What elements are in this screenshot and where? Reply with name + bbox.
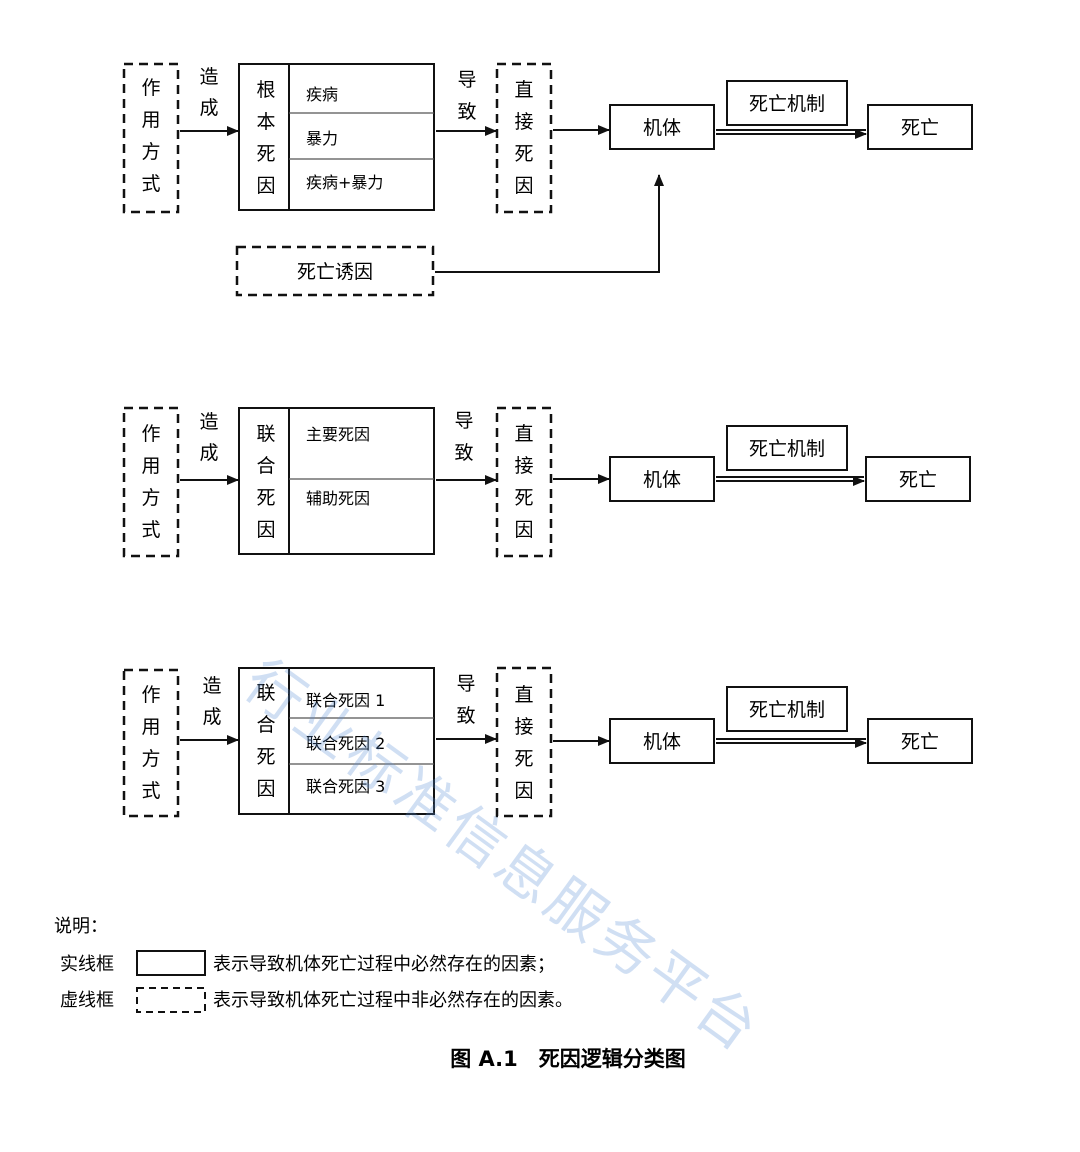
root-item: 联合死因 1 — [306, 691, 385, 710]
death-label: 死亡 — [901, 117, 939, 139]
lead-verb-1: 导 — [457, 69, 476, 91]
mechanism-label: 死亡机制 — [749, 438, 825, 460]
lead-verb-2: 致 — [456, 705, 475, 727]
cause-verb-2: 成 — [199, 97, 218, 119]
root-item: 辅助死因 — [306, 489, 370, 508]
lead-verb-2: 致 — [457, 101, 476, 123]
inducer-box — [235, 245, 435, 297]
root-item: 疾病+暴力 — [306, 173, 383, 192]
root-cause-box — [238, 63, 435, 211]
lead-verb-2: 致 — [454, 442, 473, 464]
cause-verb-1: 造 — [199, 66, 218, 88]
root-item: 疾病 — [306, 85, 338, 104]
root-item: 联合死因 2 — [306, 734, 385, 753]
legend-dashed-label: 虚线框 — [60, 990, 114, 1011]
diagram-2: 作用方式 造 成 联合死因 主要死因 辅助死因 导 致 直接死因 机体 死亡机制… — [122, 406, 971, 558]
root-item: 联合死因 3 — [306, 777, 385, 796]
legend-solid-sample — [136, 950, 206, 976]
legend-dashed-sample — [136, 987, 206, 1013]
figure-caption: 图 A.1 死因逻辑分类图 — [450, 1047, 686, 1071]
legend-solid-label: 实线框 — [60, 954, 114, 975]
body-label: 机体 — [643, 731, 681, 753]
legend: 说明： 实线框 表示导致机体死亡过程中必然存在的因素； 虚线框 表示导致机体死亡… — [54, 916, 573, 1013]
root-cause-box — [238, 407, 435, 555]
cause-verb-2: 成 — [199, 442, 218, 464]
legend-dashed-desc: 表示导致机体死亡过程中非必然存在的因素。 — [213, 990, 573, 1011]
legend-solid-desc: 表示导致机体死亡过程中必然存在的因素； — [213, 954, 555, 975]
direct-cause-box — [495, 406, 553, 558]
body-label: 机体 — [643, 469, 681, 491]
body-box — [609, 456, 715, 502]
death-label: 死亡 — [901, 731, 939, 753]
mechanism-box — [726, 80, 848, 126]
direct-cause-label: 直接死因 — [514, 423, 533, 541]
mechanism-label: 死亡机制 — [749, 699, 825, 721]
cause-verb-1: 造 — [202, 675, 221, 697]
arrow-inducer — [435, 174, 664, 273]
lead-verb-1: 导 — [454, 410, 473, 432]
death-box — [867, 718, 973, 764]
mode-box — [122, 62, 180, 214]
body-box — [609, 718, 715, 764]
mechanism-label: 死亡机制 — [749, 93, 825, 115]
root-cause-label: 根本死因 — [256, 79, 275, 197]
death-box — [867, 104, 973, 150]
root-item: 暴力 — [306, 129, 338, 148]
inducer-label: 死亡诱因 — [297, 261, 373, 283]
cause-verb-1: 造 — [199, 411, 218, 433]
legend-title: 说明： — [54, 916, 108, 937]
mechanism-box — [726, 686, 848, 732]
direct-cause-box — [495, 62, 553, 214]
lead-verb-1: 导 — [456, 673, 475, 695]
root-cause-label: 联合死因 — [256, 423, 275, 541]
diagram-3: 作用方式 造 成 联合死因 联合死因 1 联合死因 2 联合死因 3 导 致 直… — [122, 666, 973, 818]
root-cause-box — [238, 667, 435, 815]
diagram-1: 作用方式 造 成 根本死因 疾病 暴力 疾病+暴力 导 致 直接死因 机体 死亡… — [122, 62, 973, 297]
body-box — [609, 104, 715, 150]
mode-label: 作用方式 — [141, 423, 160, 541]
death-box — [865, 456, 971, 502]
direct-cause-label: 直接死因 — [514, 684, 533, 802]
mode-box — [122, 668, 180, 818]
body-label: 机体 — [643, 117, 681, 139]
mechanism-box — [726, 425, 848, 471]
mode-label: 作用方式 — [141, 77, 160, 195]
death-label: 死亡 — [899, 469, 937, 491]
cause-verb-2: 成 — [202, 706, 221, 728]
direct-cause-label: 直接死因 — [514, 79, 533, 197]
direct-cause-box — [495, 666, 553, 818]
root-cause-label: 联合死因 — [256, 682, 275, 800]
mode-box — [122, 406, 180, 558]
root-item: 主要死因 — [306, 425, 370, 444]
mode-label: 作用方式 — [141, 684, 160, 802]
